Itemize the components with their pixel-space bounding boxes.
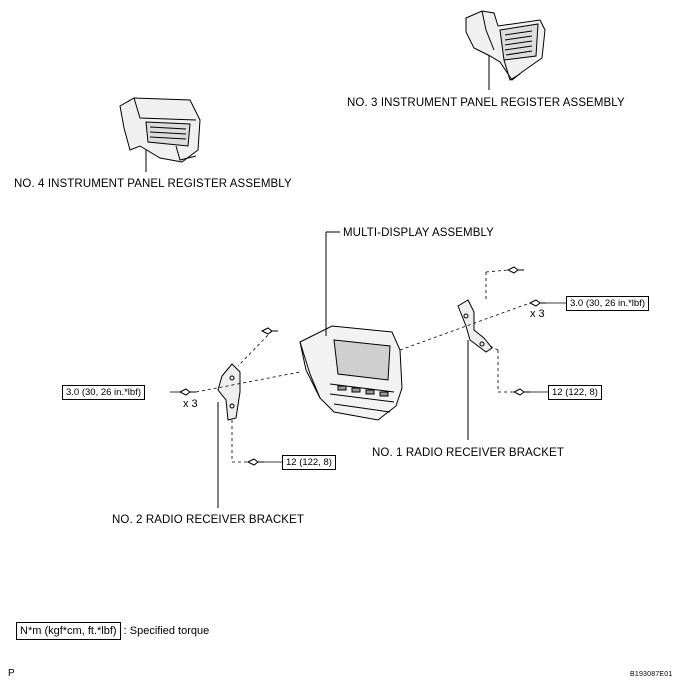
torque-right-lower: 12 (122, 8) — [548, 385, 602, 400]
bolt — [506, 266, 524, 274]
torque-left: 3.0 (30, 26 in.*lbf) — [62, 385, 145, 400]
bolt — [512, 388, 530, 396]
corner-mark: P — [8, 668, 15, 679]
label-bracket-no2: NO. 2 RADIO RECEIVER BRACKET — [112, 514, 304, 526]
bolt — [246, 458, 264, 466]
register-no3-illustration — [465, 10, 546, 90]
torque-legend: N*m (kgf*cm, ft.*lbf) : Specified torque — [16, 622, 210, 640]
multiplier-left: x 3 — [183, 398, 198, 410]
leader-lines — [170, 302, 566, 463]
torque-right-upper: 3.0 (30, 26 in.*lbf) — [566, 296, 649, 311]
bolt — [178, 388, 196, 396]
bracket-no1-illustration — [457, 299, 493, 440]
torque-left-lower: 12 (122, 8) — [282, 455, 336, 470]
bracket-no2-illustration — [217, 363, 241, 508]
bolt — [528, 299, 546, 307]
assembly-lines — [195, 269, 531, 463]
multi-display-illustration — [299, 231, 403, 421]
legend-text: : Specified torque — [123, 625, 210, 637]
multiplier-right: x 3 — [530, 308, 545, 320]
figure-code: B193087E01 — [630, 671, 673, 678]
bolts — [178, 266, 546, 466]
label-bracket-no1: NO. 1 RADIO RECEIVER BRACKET — [372, 447, 564, 459]
label-register-no3: NO. 3 INSTRUMENT PANEL REGISTER ASSEMBLY — [347, 97, 625, 109]
register-no4-illustration — [119, 97, 201, 172]
label-multi-display: MULTI-DISPLAY ASSEMBLY — [343, 227, 494, 239]
legend-unit-box: N*m (kgf*cm, ft.*lbf) — [16, 622, 121, 640]
label-register-no4: NO. 4 INSTRUMENT PANEL REGISTER ASSEMBLY — [14, 178, 292, 190]
